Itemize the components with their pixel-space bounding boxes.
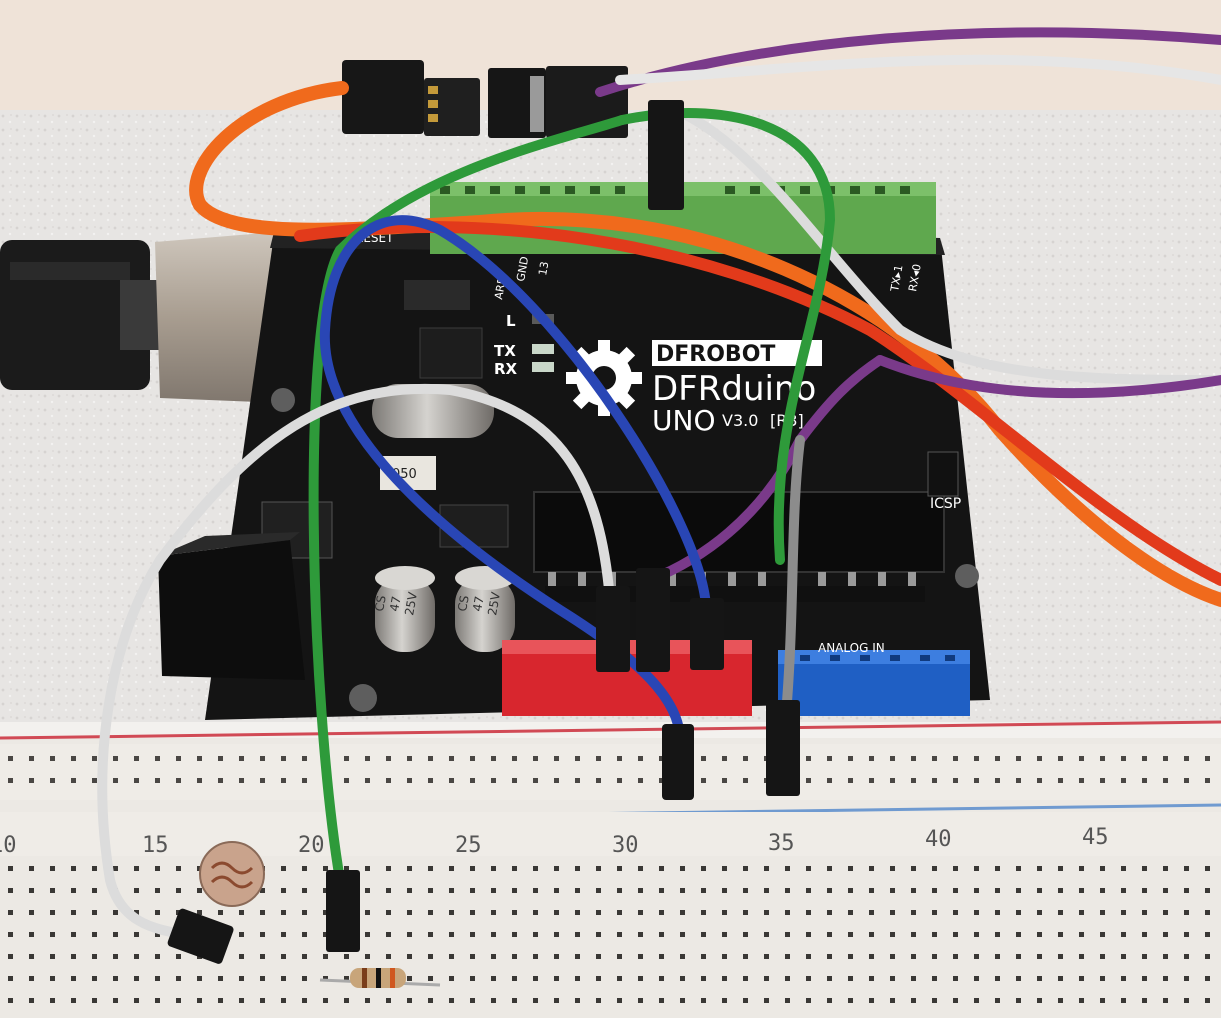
breadboard: 10 15 20 25 30 35 40 45	[0, 720, 1221, 1018]
wire-white-top	[615, 54, 1221, 85]
wire-purple-long	[875, 355, 1221, 399]
wire-green-right	[617, 108, 836, 565]
cap-right-mark3: 25V	[485, 590, 503, 616]
column-number-35: 35	[768, 831, 795, 856]
column-number-25: 25	[455, 833, 482, 858]
gnd-label: GND	[514, 255, 531, 282]
arduino-board: DFROBOT DFRduino UNO V3.0 [R3] RESET L T…	[158, 182, 990, 720]
dc-power-jack	[158, 532, 305, 680]
led-rx-label: RX	[494, 360, 518, 378]
led-tx-label: TX	[494, 342, 516, 360]
column-number-10: 10	[0, 833, 17, 858]
column-number-15: 15	[142, 833, 169, 858]
resistor	[319, 968, 441, 988]
cap-left-mark3: 25V	[402, 590, 420, 616]
variant-label: UNO	[652, 404, 715, 437]
brand-label: DFROBOT	[656, 342, 775, 367]
column-number-20: 20	[298, 833, 325, 858]
led-l-label: L	[506, 312, 516, 330]
wire-orange-loop	[189, 81, 1221, 607]
wire-white-board	[97, 384, 615, 940]
wire-gray	[780, 435, 805, 730]
wire-red	[294, 221, 1221, 586]
pin-rx-label: RX◂0	[906, 263, 924, 293]
icsp-label: ICSP	[930, 496, 961, 512]
gear-logo-icon	[566, 340, 642, 416]
wire-blue	[319, 215, 711, 745]
column-number-40: 40	[925, 827, 952, 852]
power-rail-holes	[0, 744, 1221, 800]
pin-tx-label: TX▸1	[888, 264, 906, 294]
wire-white-long	[675, 107, 1221, 385]
brand-plate	[652, 340, 822, 366]
version-label: V3.0	[722, 411, 758, 430]
column-number-30: 30	[612, 833, 639, 858]
jumper-wires	[97, 27, 1221, 940]
jumper-plugs	[167, 100, 800, 964]
column-number-45: 45	[1082, 825, 1109, 850]
photoresistor	[199, 841, 265, 907]
cap-right-mark1: CS	[455, 594, 472, 612]
pin-13-label: 13	[536, 260, 551, 276]
analog-in-label: ANALOG IN	[818, 641, 885, 655]
cap-right-mark2: 47	[470, 595, 486, 612]
capacitor-left	[375, 566, 435, 652]
cap-left-mark1: CS	[372, 594, 389, 612]
cap-left-mark2: 47	[387, 595, 403, 612]
